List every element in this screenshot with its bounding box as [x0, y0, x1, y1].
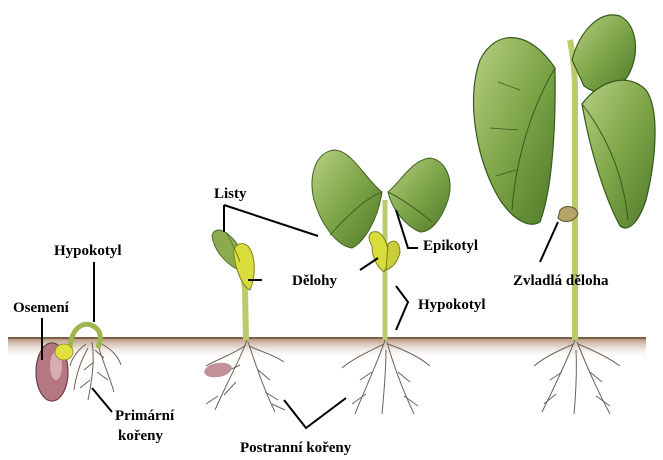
- leader-lines: [42, 205, 558, 428]
- label-primarni-koreny-line1: Primární: [115, 408, 174, 425]
- label-primarni-koreny-line2: kořeny: [118, 428, 163, 445]
- label-delohy: Dělohy: [292, 273, 337, 290]
- label-osemeni: Osemení: [13, 300, 69, 317]
- label-postranni-koreny: Postranní kořeny: [240, 440, 351, 457]
- label-zvladla-deloha: Zvladlá děloha: [513, 273, 608, 290]
- stage-2-seedling: [203, 230, 285, 412]
- soil-layer: [8, 337, 646, 359]
- label-hypokotyl-1: Hypokotyl: [54, 243, 122, 260]
- stage-1-seed: [36, 324, 121, 401]
- label-epikotyl: Epikotyl: [423, 238, 478, 255]
- label-hypokotyl-2: Hypokotyl: [418, 297, 486, 314]
- label-listy: Listy: [214, 186, 247, 203]
